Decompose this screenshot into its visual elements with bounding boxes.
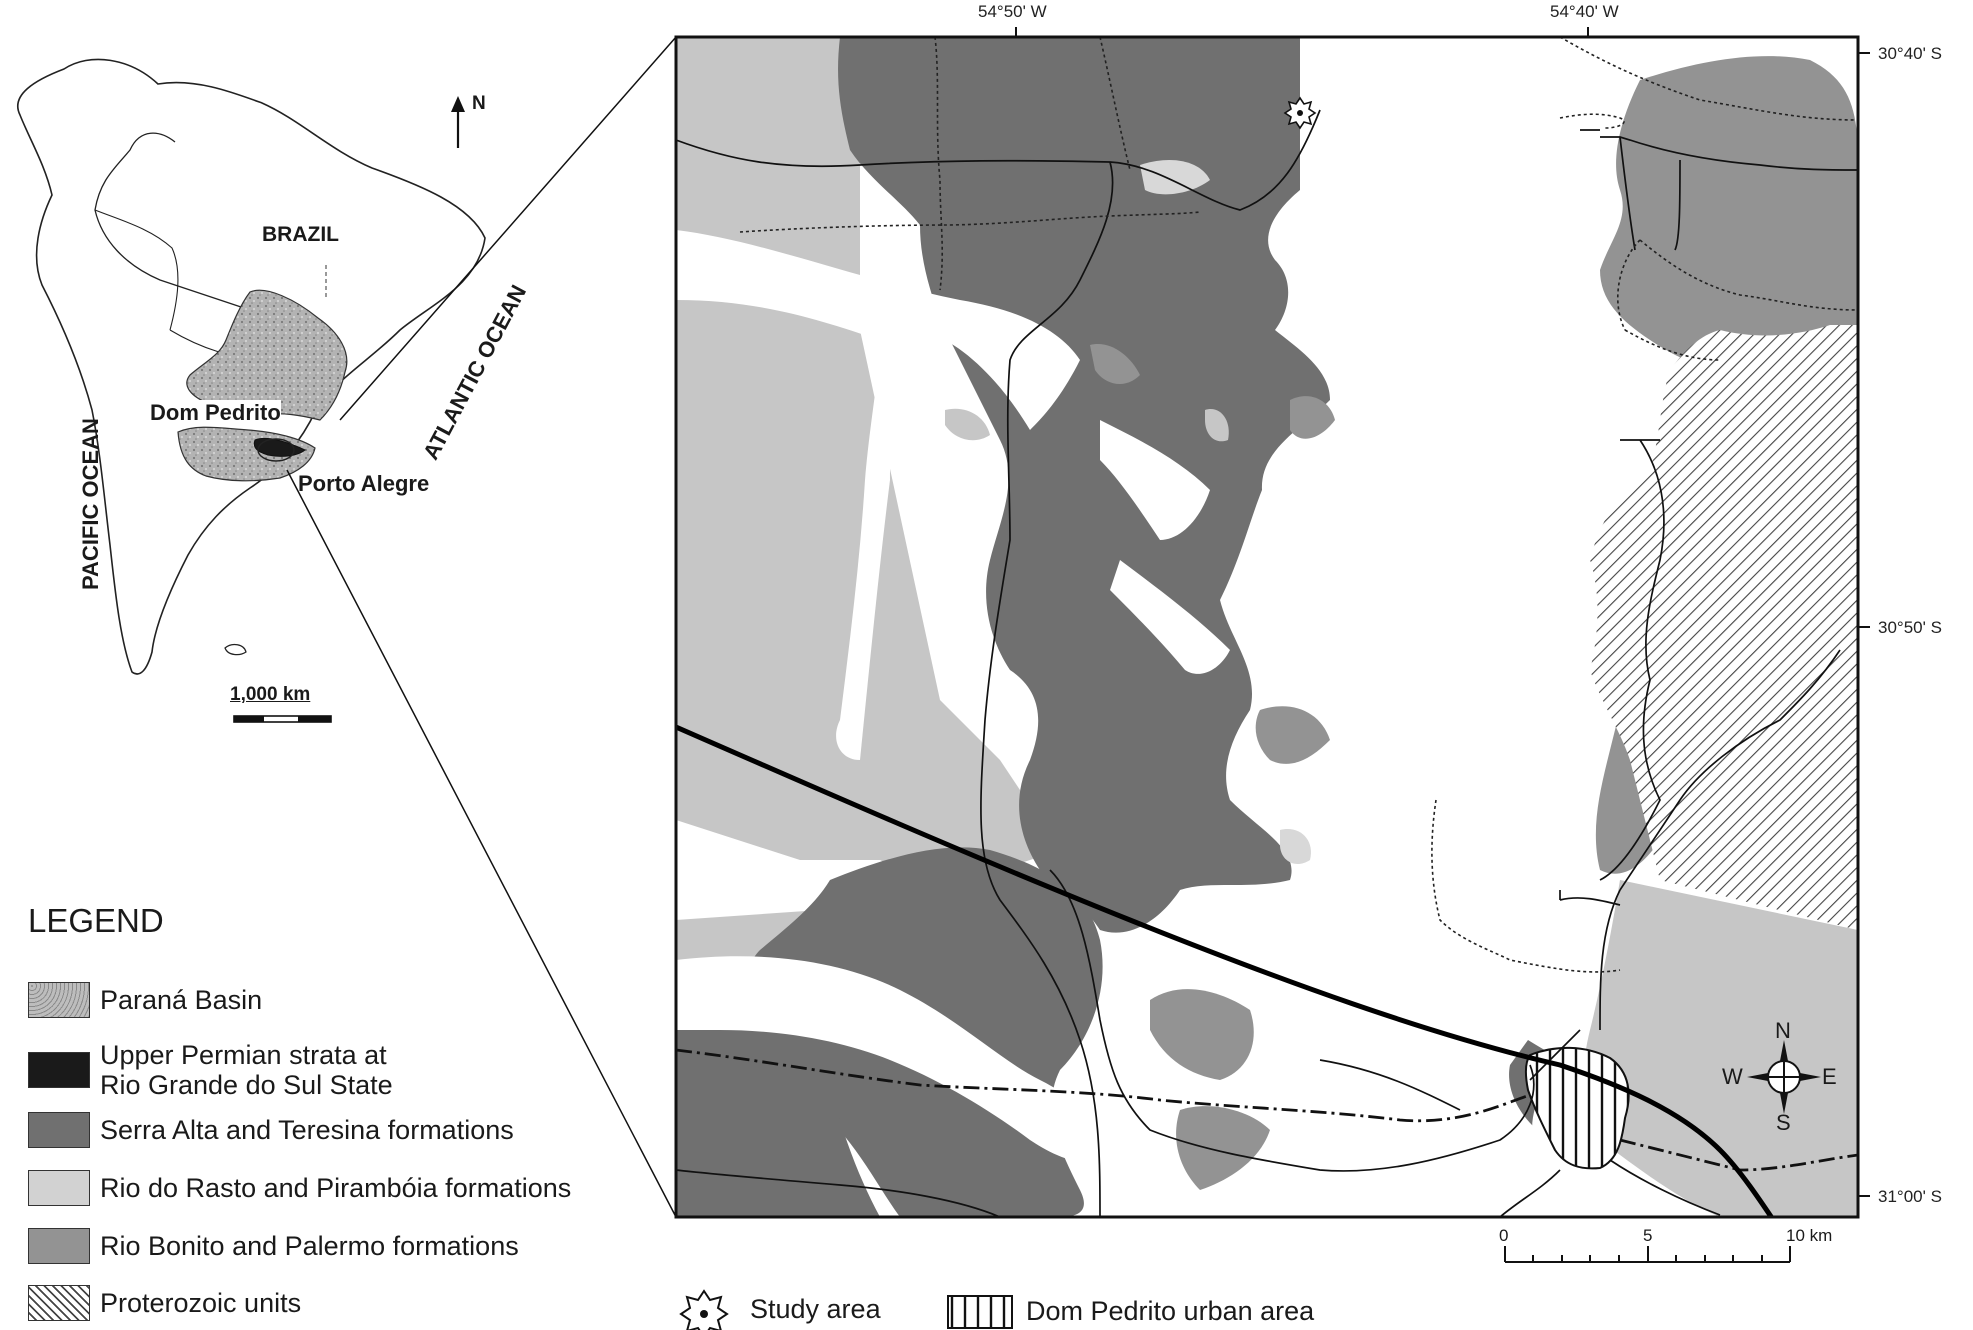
inset-north-label: N	[472, 93, 486, 114]
rio-bonito-patch-4	[1290, 396, 1335, 439]
light-patch-2	[945, 408, 990, 441]
rio-bonito-south-east	[1583, 880, 1858, 1217]
legend-label-rio-do-rasto: Rio do Rasto and Pirambóia formations	[100, 1173, 572, 1203]
rio-bonito-northeast	[1600, 56, 1858, 369]
legend-label-serra-alta: Serra Alta and Teresina formations	[100, 1115, 514, 1145]
south-america-inset	[17, 58, 486, 723]
urban-area-legend-symbol	[947, 1295, 1013, 1329]
tierra-del-fuego	[224, 643, 247, 656]
north-arrow	[451, 96, 465, 148]
legend-label-urban-area: Dom Pedrito urban area	[1026, 1296, 1315, 1326]
main-map	[676, 37, 1858, 1217]
compass-n-label: N	[1775, 1018, 1791, 1043]
study-location-marker	[257, 438, 295, 462]
rio-bonito-patch-1	[1150, 989, 1254, 1080]
legend-swatch-proterozoic	[28, 1285, 90, 1321]
dom-pedrito-label: Dom Pedrito	[150, 400, 281, 426]
compass-e-label: E	[1822, 1064, 1837, 1089]
legend-swatch-rio-do-rasto	[28, 1170, 90, 1206]
compass-rose	[1747, 1040, 1821, 1114]
brazil-label: BRAZIL	[262, 223, 339, 246]
study-area-marker	[1283, 96, 1317, 130]
pacific-ocean-label: PACIFIC OCEAN	[78, 418, 103, 590]
light-patch-4	[1205, 409, 1229, 442]
light-patch-1	[1140, 160, 1210, 195]
lat-label-top: 30°40' S	[1878, 44, 1942, 63]
compass-s-label: S	[1776, 1110, 1791, 1135]
legend-row-rio-do-rasto: Rio do Rasto and Pirambóia formations	[28, 1170, 571, 1206]
main-scale-bar	[1504, 1246, 1791, 1263]
light-patch-3	[1280, 829, 1311, 865]
legend-label-upper-permian: Upper Permian strata at Rio Grande do Su…	[100, 1040, 393, 1100]
railway-line	[676, 724, 1775, 1217]
legend-swatch-rio-bonito	[28, 1228, 90, 1264]
lon-label-right: 54°40' W	[1550, 2, 1619, 21]
legend-title: LEGEND	[28, 902, 164, 939]
legend-swatch-upper-permian	[28, 1052, 90, 1088]
white-valley-center	[1100, 420, 1210, 540]
study-area-legend-symbol	[679, 1289, 729, 1330]
white-valley-south	[676, 956, 1120, 1164]
legend-label-parana-basin: Paraná Basin	[100, 985, 263, 1015]
legend-row-rio-bonito: Rio Bonito and Palermo formations	[28, 1228, 519, 1264]
rio-bonito-patch-2	[1176, 1106, 1270, 1190]
legend-swatch-parana-basin	[28, 982, 90, 1018]
dotted-paths	[739, 37, 1858, 973]
connector-line-bottom	[286, 469, 677, 1218]
white-valley-center-2	[1110, 560, 1230, 674]
legend-row-parana-basin: Paraná Basin	[28, 982, 262, 1018]
rio-bonito-patch-3	[1255, 706, 1330, 764]
lat-label-mid: 30°50' S	[1878, 618, 1942, 637]
upper-permian-strata-inset	[253, 437, 306, 457]
legend-row-proterozoic: Proterozoic units	[28, 1285, 301, 1321]
lat-label-bottom: 31°00' S	[1878, 1187, 1942, 1206]
legend-label-proterozoic: Proterozoic units	[100, 1288, 302, 1318]
legend-label-study-area: Study area	[750, 1294, 881, 1324]
inset-scale-bar	[233, 715, 332, 723]
scale-tick-5: 5	[1643, 1226, 1653, 1245]
legend-row-upper-permian: Upper Permian strata at Rio Grande do Su…	[28, 1040, 393, 1100]
white-valley-nw	[676, 230, 1080, 760]
compass-w-label: W	[1722, 1064, 1743, 1089]
connector-line-top	[339, 36, 677, 421]
scale-tick-0: 0	[1499, 1226, 1509, 1245]
inset-scale-label: 1,000 km	[230, 684, 311, 705]
legend-label-upper-permian-line1: Upper Permian strata at	[100, 1040, 387, 1070]
graticule-ticks	[1015, 27, 1870, 1197]
legend-label-rio-bonito: Rio Bonito and Palermo formations	[100, 1231, 519, 1261]
legend-row-serra-alta: Serra Alta and Teresina formations	[28, 1112, 514, 1148]
porto-alegre-label: Porto Alegre	[298, 471, 430, 496]
legend-label-upper-permian-line2: Rio Grande do Sul State	[100, 1070, 393, 1100]
legend-swatch-serra-alta	[28, 1112, 90, 1148]
rio-bonito-patch-5	[1090, 344, 1140, 385]
lon-label-left: 54°50' W	[978, 2, 1047, 21]
roads	[676, 109, 1858, 1217]
scale-tick-10: 10 km	[1786, 1226, 1833, 1245]
